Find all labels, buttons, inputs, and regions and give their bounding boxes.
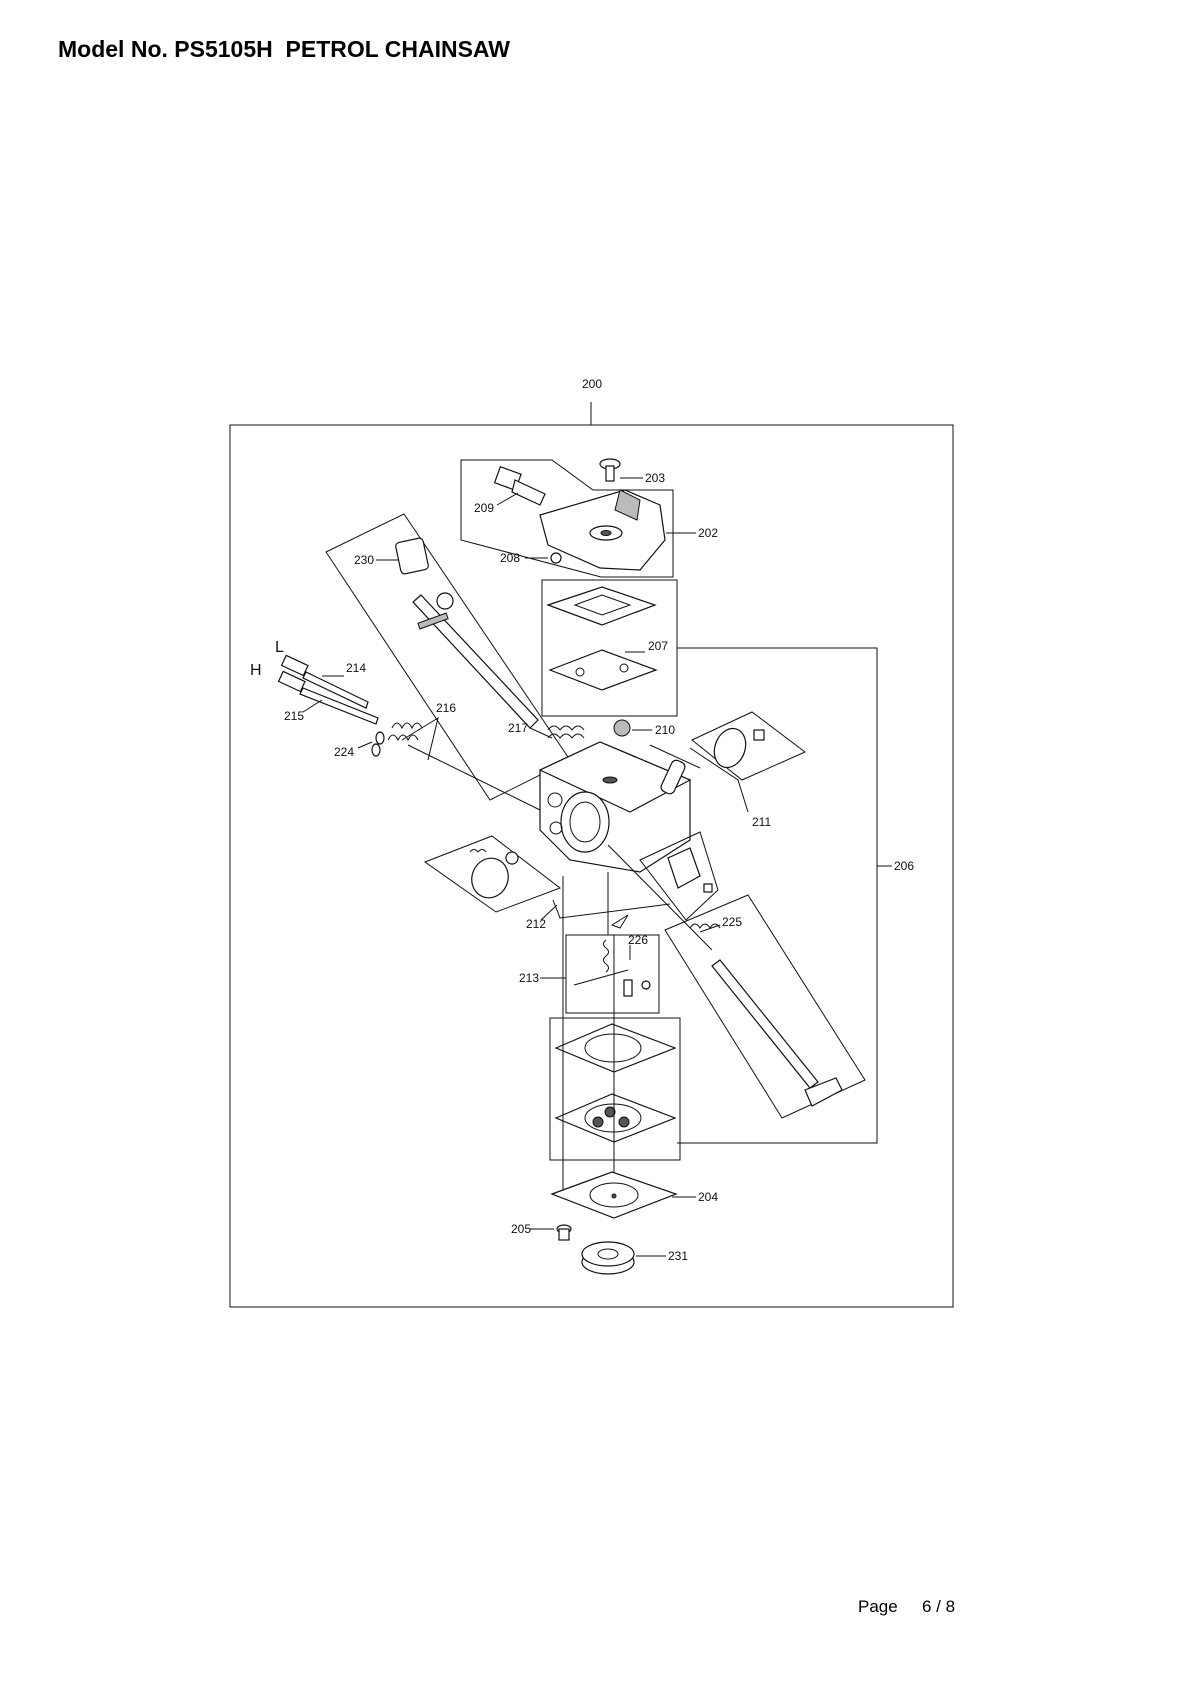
fitting-209-part <box>493 465 546 506</box>
page-title: Model No. PS5105H PETROL CHAINSAW <box>58 36 510 62</box>
callout-224: 217 <box>508 721 528 735</box>
callout-215: 214 <box>346 661 366 675</box>
callout-202: 202 <box>698 526 718 540</box>
callout-203: 203 <box>645 471 665 485</box>
screen-210-part <box>613 719 631 737</box>
label-low-adjuster: L <box>275 639 284 656</box>
lever-226-part <box>610 914 629 929</box>
callout-226: 226 <box>628 933 648 947</box>
callout-211: 211 <box>752 815 771 829</box>
screw-203-part <box>599 458 621 482</box>
spring-224-part <box>547 725 585 739</box>
pump-gasket-part <box>546 586 658 691</box>
callout-217: 224 <box>334 745 354 759</box>
page-footer: Page 6 / 8 <box>858 1597 955 1617</box>
springs-214-part <box>387 722 423 742</box>
callout-230: 230 <box>354 553 374 567</box>
callout-212: 212 <box>526 917 546 931</box>
callout-204: 204 <box>698 1190 718 1204</box>
lever-211-part <box>667 847 713 893</box>
callout-208: 208 <box>500 551 520 565</box>
plate-212-part <box>469 849 519 899</box>
washer-231-part <box>581 1241 635 1275</box>
callout-205: 205 <box>511 1222 531 1236</box>
carburetor-body-part <box>538 741 692 873</box>
callout-213: 213 <box>519 971 539 985</box>
needle-215-part <box>280 654 369 709</box>
throttle-shaft-part <box>395 537 539 729</box>
callout-210: 210 <box>655 723 675 737</box>
screw-205-part <box>556 1224 572 1241</box>
part-211-box-top <box>691 711 806 781</box>
callout-216: 215 <box>284 709 304 723</box>
page-number: 6 / 8 <box>922 1597 956 1616</box>
callout-214: 216 <box>436 701 456 715</box>
callout-231: 231 <box>668 1249 688 1263</box>
callout-207: 207 <box>648 639 668 653</box>
page-label: Page <box>858 1597 898 1616</box>
inlet-needle-box <box>565 934 660 1014</box>
plate-211-part <box>713 727 765 769</box>
ball-208-part <box>550 552 562 564</box>
callout-209: 209 <box>474 501 494 515</box>
metering-diaphragm-part <box>554 1023 677 1143</box>
washers-217-part <box>371 731 385 757</box>
callout-206: 206 <box>894 859 914 873</box>
inlet-needle-part <box>573 939 651 997</box>
idle-screw-225-part <box>689 923 843 1107</box>
label-high-adjuster: H <box>250 662 262 679</box>
metering-gasket-box <box>549 1017 681 1161</box>
part-212-box <box>423 835 562 913</box>
diaphragm-cover-204-part <box>550 1171 678 1219</box>
callout-225: 225 <box>722 915 742 929</box>
needle-216-part <box>277 670 379 725</box>
idle-adjust-box <box>664 894 866 1119</box>
callout-200: 200 <box>582 377 602 391</box>
part-211-box-bottom <box>639 831 719 921</box>
